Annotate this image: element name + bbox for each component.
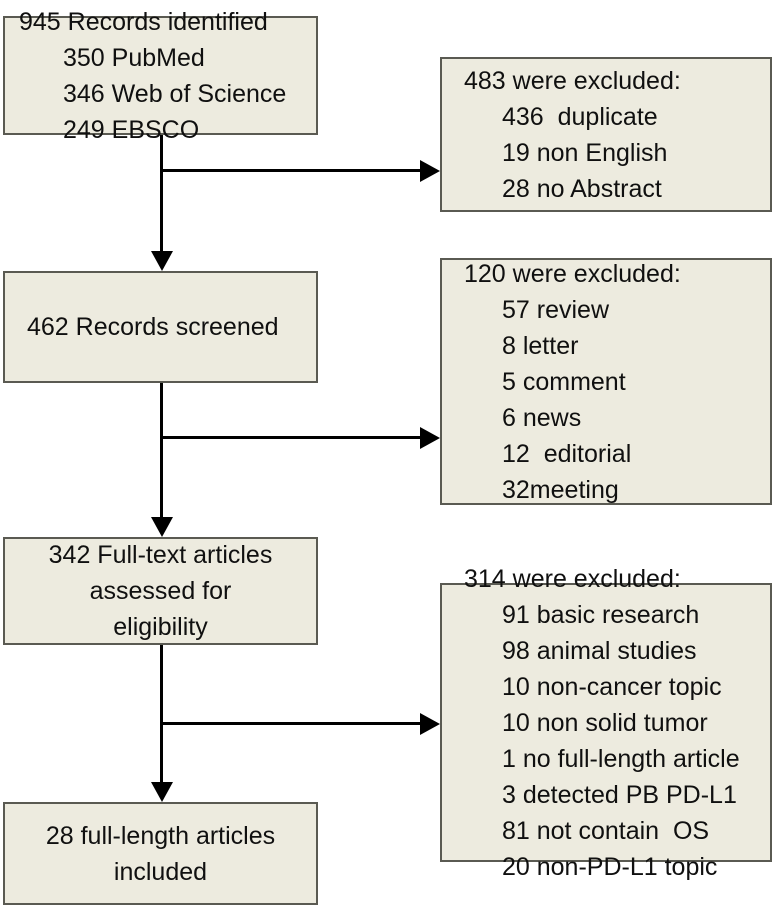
excluded-2-reason-comment: 5 comment (502, 367, 626, 396)
included-line-1: 28 full-length articles (45, 821, 276, 850)
box-articles-included: 28 full-length articles included (3, 802, 318, 905)
records-identified-title: 945 Records identified (19, 7, 268, 36)
included-line-2: included (113, 857, 208, 886)
arrowhead-to-excluded-2 (420, 427, 440, 449)
box-fulltext-assessed: 342 Full-text articles assessed for elig… (3, 537, 318, 645)
source-web-of-science: 346 Web of Science (63, 79, 287, 108)
connector-to-excluded-2 (160, 436, 426, 439)
excluded-3-reason-non-cancer-topic: 10 non-cancer topic (502, 672, 722, 701)
box-records-identified: 945 Records identified 350 PubMed 346 We… (3, 8, 318, 144)
excluded-3-reason-not-contain-os: 81 not contain OS (502, 816, 710, 845)
arrowhead-to-eligibility (151, 517, 173, 537)
arrowhead-to-included (151, 782, 173, 802)
excluded-1-reason-duplicate: 436 duplicate (502, 102, 658, 131)
arrowhead-to-excluded-1 (420, 160, 440, 182)
arrowhead-to-screened (151, 251, 173, 271)
box-excluded-screening: 120 were excluded: 57 review 8 letter 5 … (440, 258, 772, 505)
box-records-screened: 462 Records screened (3, 271, 318, 383)
connector-to-excluded-3 (160, 722, 426, 725)
box-excluded-eligibility: 314 were excluded: 91 basic research 98 … (440, 565, 772, 881)
excluded-2-reason-letter: 8 letter (502, 331, 579, 360)
arrowhead-to-excluded-3 (420, 713, 440, 735)
excluded-3-reason-animal-studies: 98 animal studies (502, 636, 697, 665)
excluded-1-title: 483 were excluded: (464, 66, 681, 95)
excluded-2-reason-editorial: 12 editorial (502, 439, 632, 468)
connector-identification-to-screened (160, 135, 163, 255)
excluded-3-reason-non-pdl1-topic: 20 non-PD-L1 topic (502, 852, 718, 881)
excluded-3-reason-basic-research: 91 basic research (502, 600, 700, 629)
excluded-1-reason-no-abstract: 28 no Abstract (502, 174, 662, 203)
excluded-2-reason-news: 6 news (502, 403, 582, 432)
excluded-2-reason-review: 57 review (502, 295, 609, 324)
source-pubmed: 350 PubMed (63, 43, 205, 72)
excluded-3-title: 314 were excluded: (464, 564, 681, 593)
eligibility-line-1: 342 Full-text articles (48, 541, 273, 569)
connector-to-excluded-1 (160, 169, 426, 172)
source-ebsco: 249 EBSCO (63, 115, 200, 144)
excluded-3-reason-no-fulltext: 1 no full-length article (502, 744, 740, 773)
excluded-1-reason-non-english: 19 non English (502, 138, 668, 167)
box-excluded-identification: 483 were excluded: 436 duplicate 19 non … (440, 57, 772, 212)
connector-screened-to-eligibility (160, 383, 163, 522)
excluded-3-reason-detected-pb-pdl1: 3 detected PB PD-L1 (502, 780, 737, 809)
records-screened-label: 462 Records screened (27, 313, 279, 341)
eligibility-line-2: assessed for (89, 577, 232, 605)
eligibility-line-3: eligibility (113, 613, 208, 641)
excluded-2-reason-meeting: 32meeting (502, 475, 619, 504)
connector-eligibility-to-included (160, 645, 163, 784)
excluded-3-reason-non-solid-tumor: 10 non solid tumor (502, 708, 708, 737)
excluded-2-title: 120 were excluded: (464, 259, 681, 288)
